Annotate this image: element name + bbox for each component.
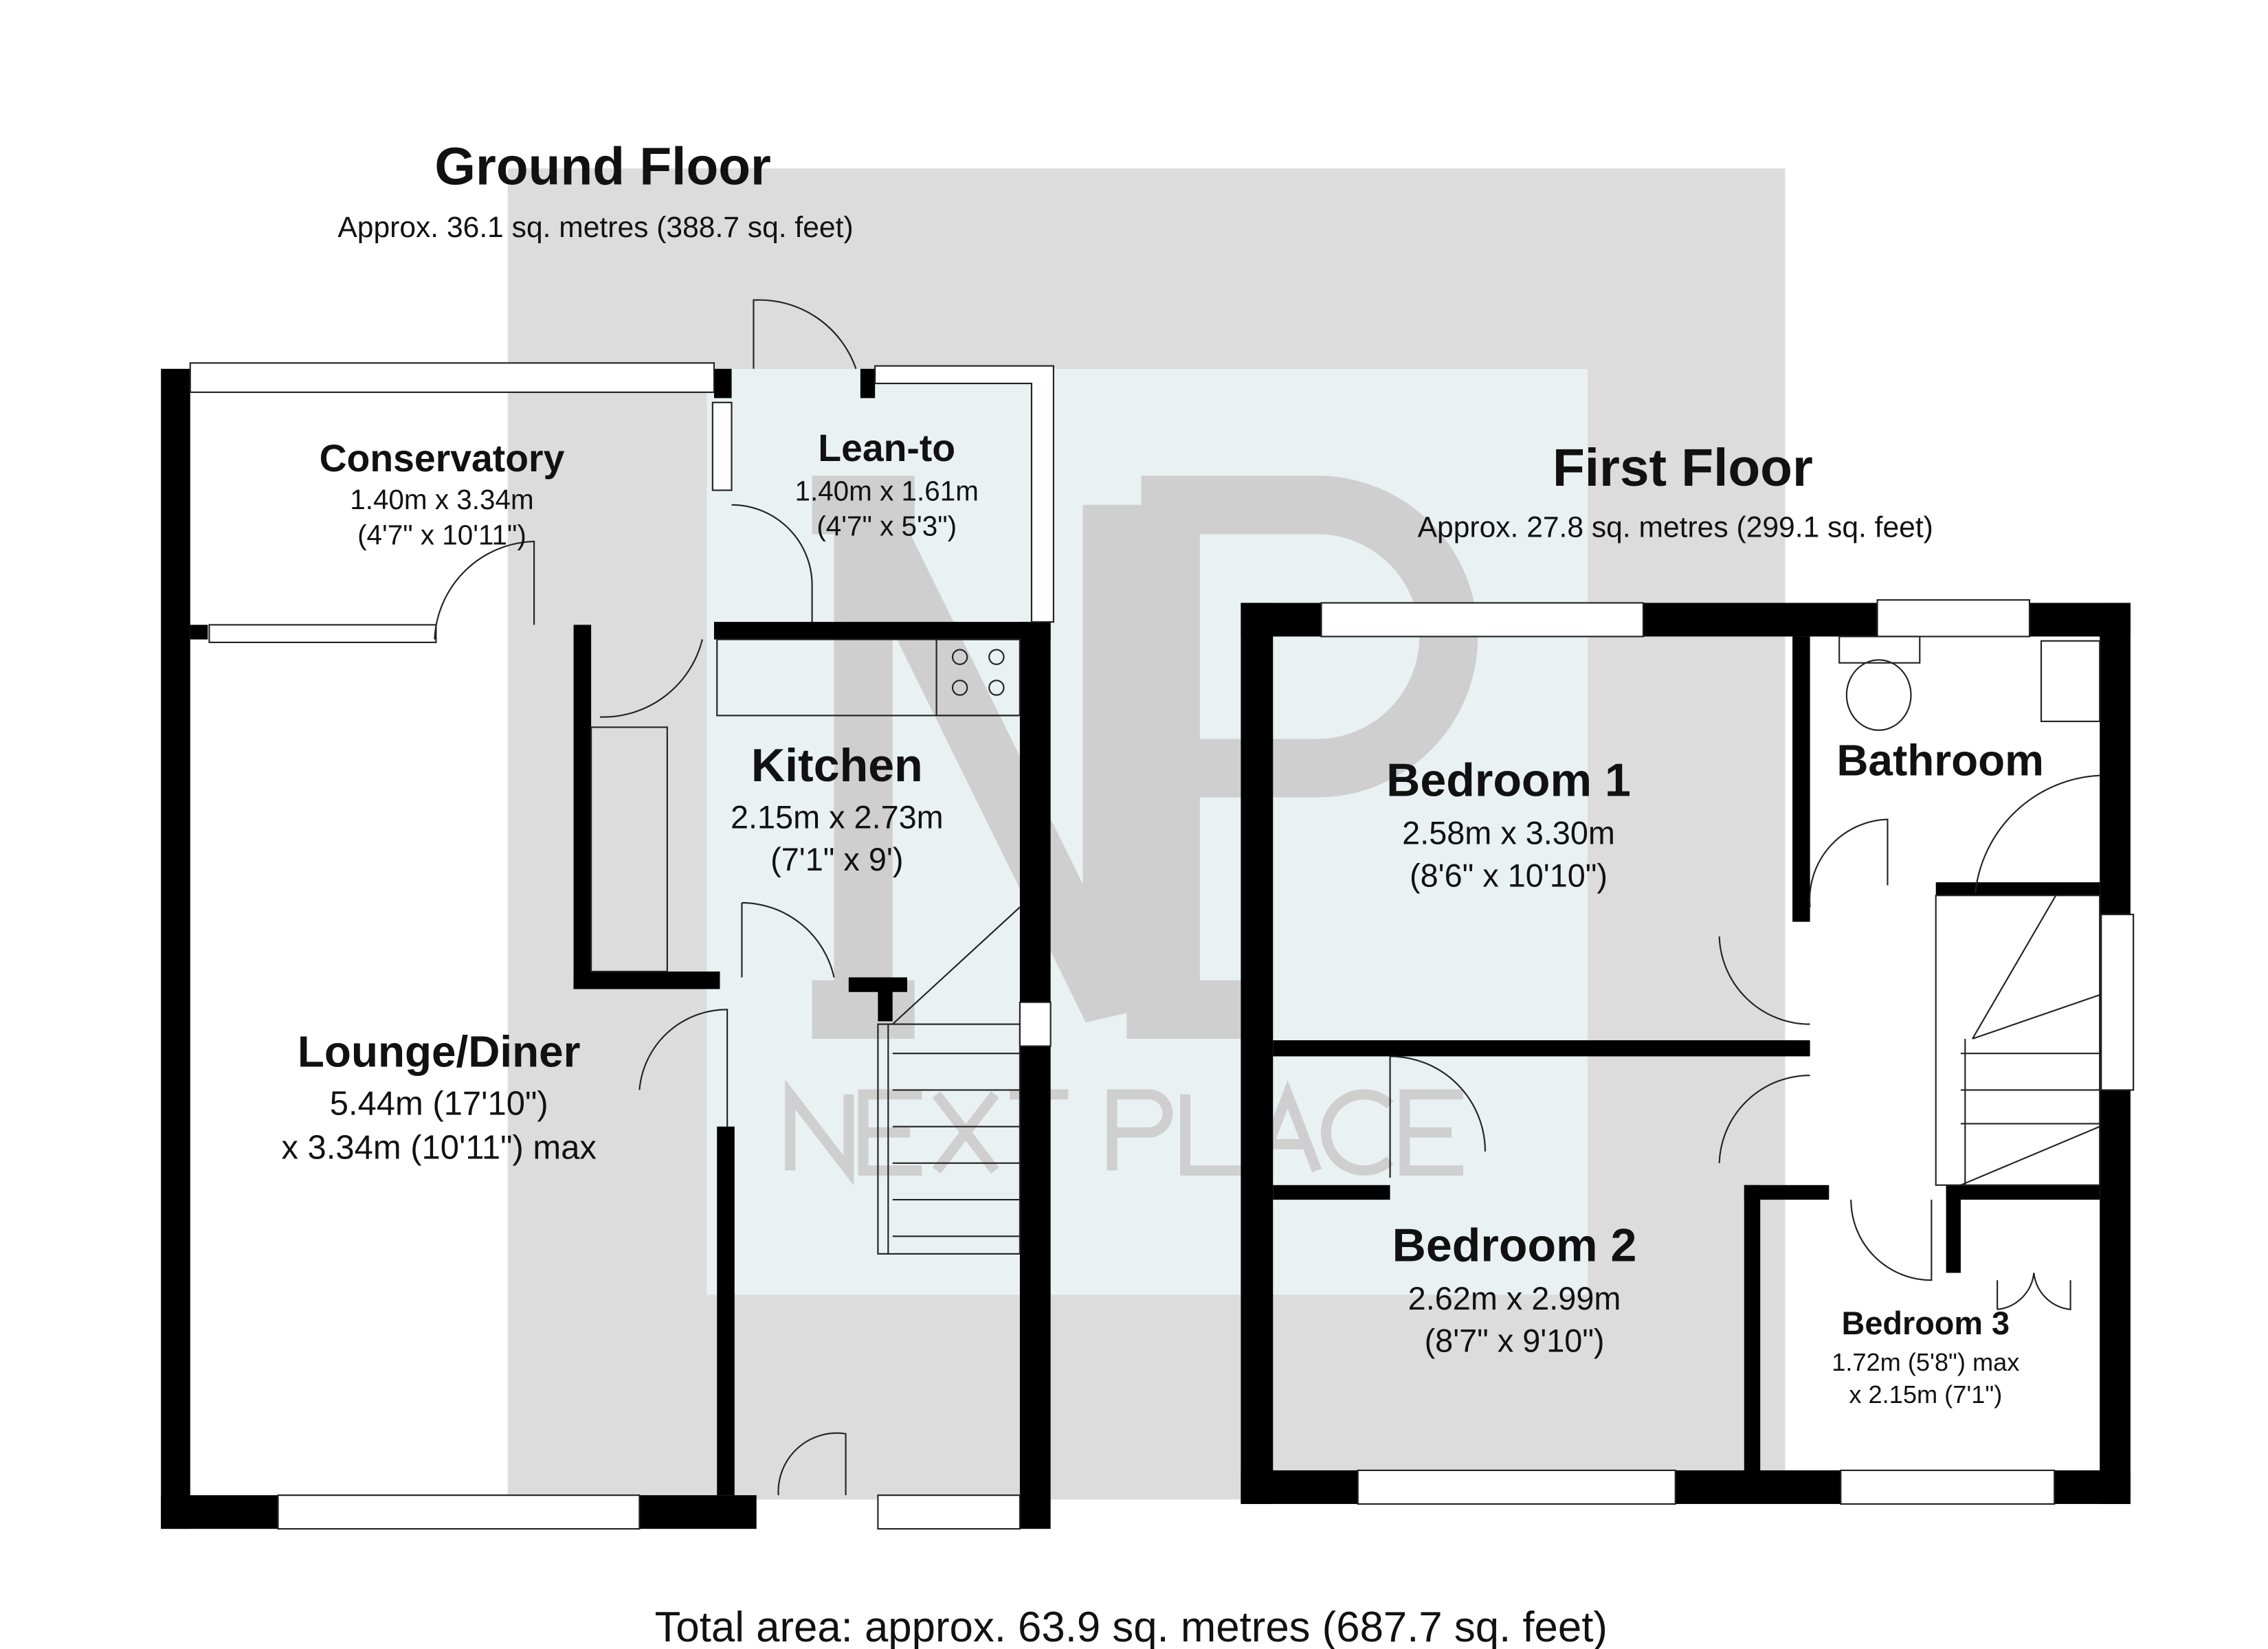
toilet-icon bbox=[1845, 659, 1912, 731]
ground-floor-walls bbox=[161, 368, 1051, 1529]
bedroom3-dim-line1: 1.72m (5'8") max bbox=[1832, 1348, 2019, 1376]
first-floor-fixtures bbox=[1389, 636, 2101, 1310]
first-floor-area: Approx. 27.8 sq. metres (299.1 sq. feet) bbox=[1418, 511, 1933, 544]
conservatory-dim-imperial: (4'7" x 10'11") bbox=[357, 519, 526, 550]
first-floor-title: First Floor bbox=[1553, 439, 1813, 497]
lounge-dim-line2: x 3.34m (10'11") max bbox=[281, 1129, 596, 1166]
shower-icon bbox=[1975, 774, 2100, 893]
ground-floor-windows bbox=[189, 362, 1054, 1530]
ground-floor-stairs bbox=[877, 906, 1021, 1255]
ground-floor-doors bbox=[434, 299, 1021, 1496]
kitchen-dim-imperial: (7'1" x 9') bbox=[770, 842, 903, 877]
total-area: Total area: approx. 63.9 sq. metres (687… bbox=[655, 1604, 1608, 1649]
bedroom2-label: Bedroom 2 bbox=[1392, 1220, 1637, 1272]
lounge-label: Lounge/Diner bbox=[298, 1027, 581, 1076]
lean-to-label: Lean-to bbox=[818, 427, 955, 469]
lounge-dim-line1: 5.44m (17'10") bbox=[330, 1086, 548, 1123]
conservatory-label: Conservatory bbox=[320, 437, 565, 480]
bedroom1-label: Bedroom 1 bbox=[1386, 754, 1631, 806]
bedroom3-dim-line2: x 2.15m (7'1") bbox=[1849, 1380, 2002, 1409]
ground-floor-title: Ground Floor bbox=[434, 138, 770, 197]
first-floor-windows bbox=[1320, 599, 2135, 1505]
kitchen-dim-metric: 2.15m x 2.73m bbox=[731, 799, 944, 835]
hob-icon bbox=[935, 638, 1021, 717]
sink-icon bbox=[2040, 640, 2101, 722]
bedroom1-dim-metric: 2.58m x 3.30m bbox=[1402, 816, 1615, 851]
bedroom1-dim-imperial: (8'6" x 10'10") bbox=[1410, 857, 1608, 893]
bedroom2-dim-imperial: (8'7" x 9'10") bbox=[1425, 1323, 1605, 1359]
bathroom-label: Bathroom bbox=[1836, 736, 2044, 785]
conservatory-dim-metric: 1.40m x 3.34m bbox=[350, 484, 533, 515]
bedroom2-dim-metric: 2.62m x 2.99m bbox=[1408, 1281, 1621, 1316]
lean-to-dim-metric: 1.40m x 1.61m bbox=[794, 475, 978, 506]
lean-to-dim-imperial: (4'7" x 5'3") bbox=[816, 511, 957, 542]
kitchen-label: Kitchen bbox=[751, 739, 923, 792]
ground-floor-area: Approx. 36.1 sq. metres (388.7 sq. feet) bbox=[337, 211, 853, 244]
bedroom3-label: Bedroom 3 bbox=[1842, 1305, 2010, 1341]
